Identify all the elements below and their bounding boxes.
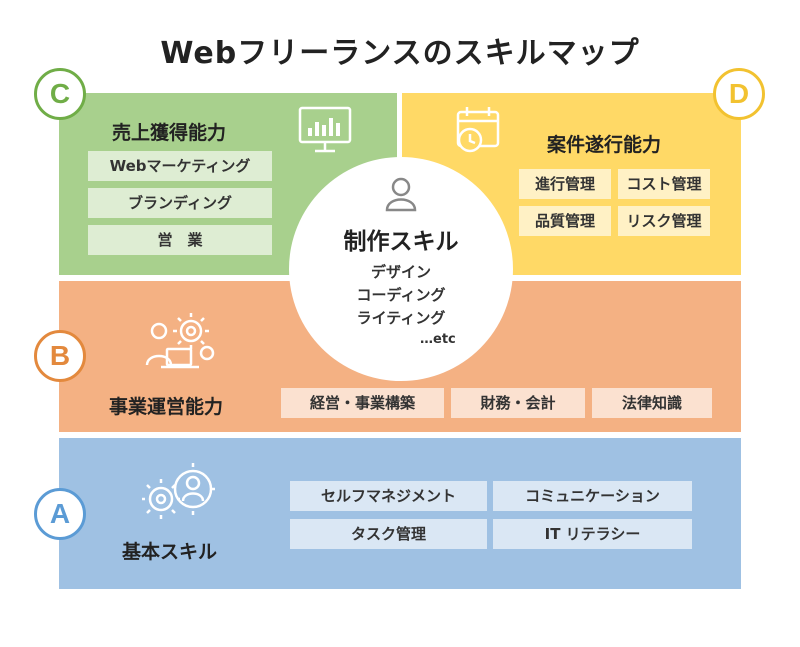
section-b-item: 財務・会計 (451, 388, 585, 418)
center-item: ライティング (356, 309, 446, 327)
badge-b: B (34, 330, 86, 382)
center-etc: …etc (420, 332, 456, 347)
section-d-heading: 案件遂行能力 (547, 134, 662, 156)
monitor-chart-icon (298, 106, 352, 153)
section-b-heading: 事業運営能力 (109, 396, 224, 418)
center-item: デザイン (370, 263, 431, 281)
badge-d: D (713, 68, 765, 120)
section-c-item: 営 業 (88, 225, 272, 255)
section-a-item: IT リテラシー (493, 519, 692, 549)
center-item: コーディング (356, 286, 446, 304)
page-title: Webフリーランスのスキルマップ (160, 36, 640, 71)
section-b-item: 経営・事業構築 (281, 388, 444, 418)
section-c-item: ブランディング (88, 188, 272, 218)
calendar-clock-icon (456, 107, 500, 153)
section-d-item: 進行管理 (519, 169, 611, 199)
section-d-item: リスク管理 (618, 206, 710, 236)
section-c-item: Webマーケティング (88, 151, 272, 181)
badge-a: A (34, 488, 86, 540)
person-icon (385, 177, 417, 212)
section-c-heading: 売上獲得能力 (112, 122, 227, 144)
person-laptop-gears-icon (145, 313, 215, 369)
section-d-item: コスト管理 (618, 169, 710, 199)
section-a-item: タスク管理 (290, 519, 487, 549)
section-a-item: セルフマネジメント (290, 481, 487, 511)
center-heading: 制作スキル (343, 229, 459, 255)
section-a-item: コミュニケーション (493, 481, 692, 511)
section-a-panel (59, 438, 741, 589)
section-b-item: 法律知識 (592, 388, 712, 418)
gears-person-icon (142, 463, 215, 519)
section-a-heading: 基本スキル (122, 541, 218, 563)
badge-c: C (34, 68, 86, 120)
section-d-item: 品質管理 (519, 206, 611, 236)
